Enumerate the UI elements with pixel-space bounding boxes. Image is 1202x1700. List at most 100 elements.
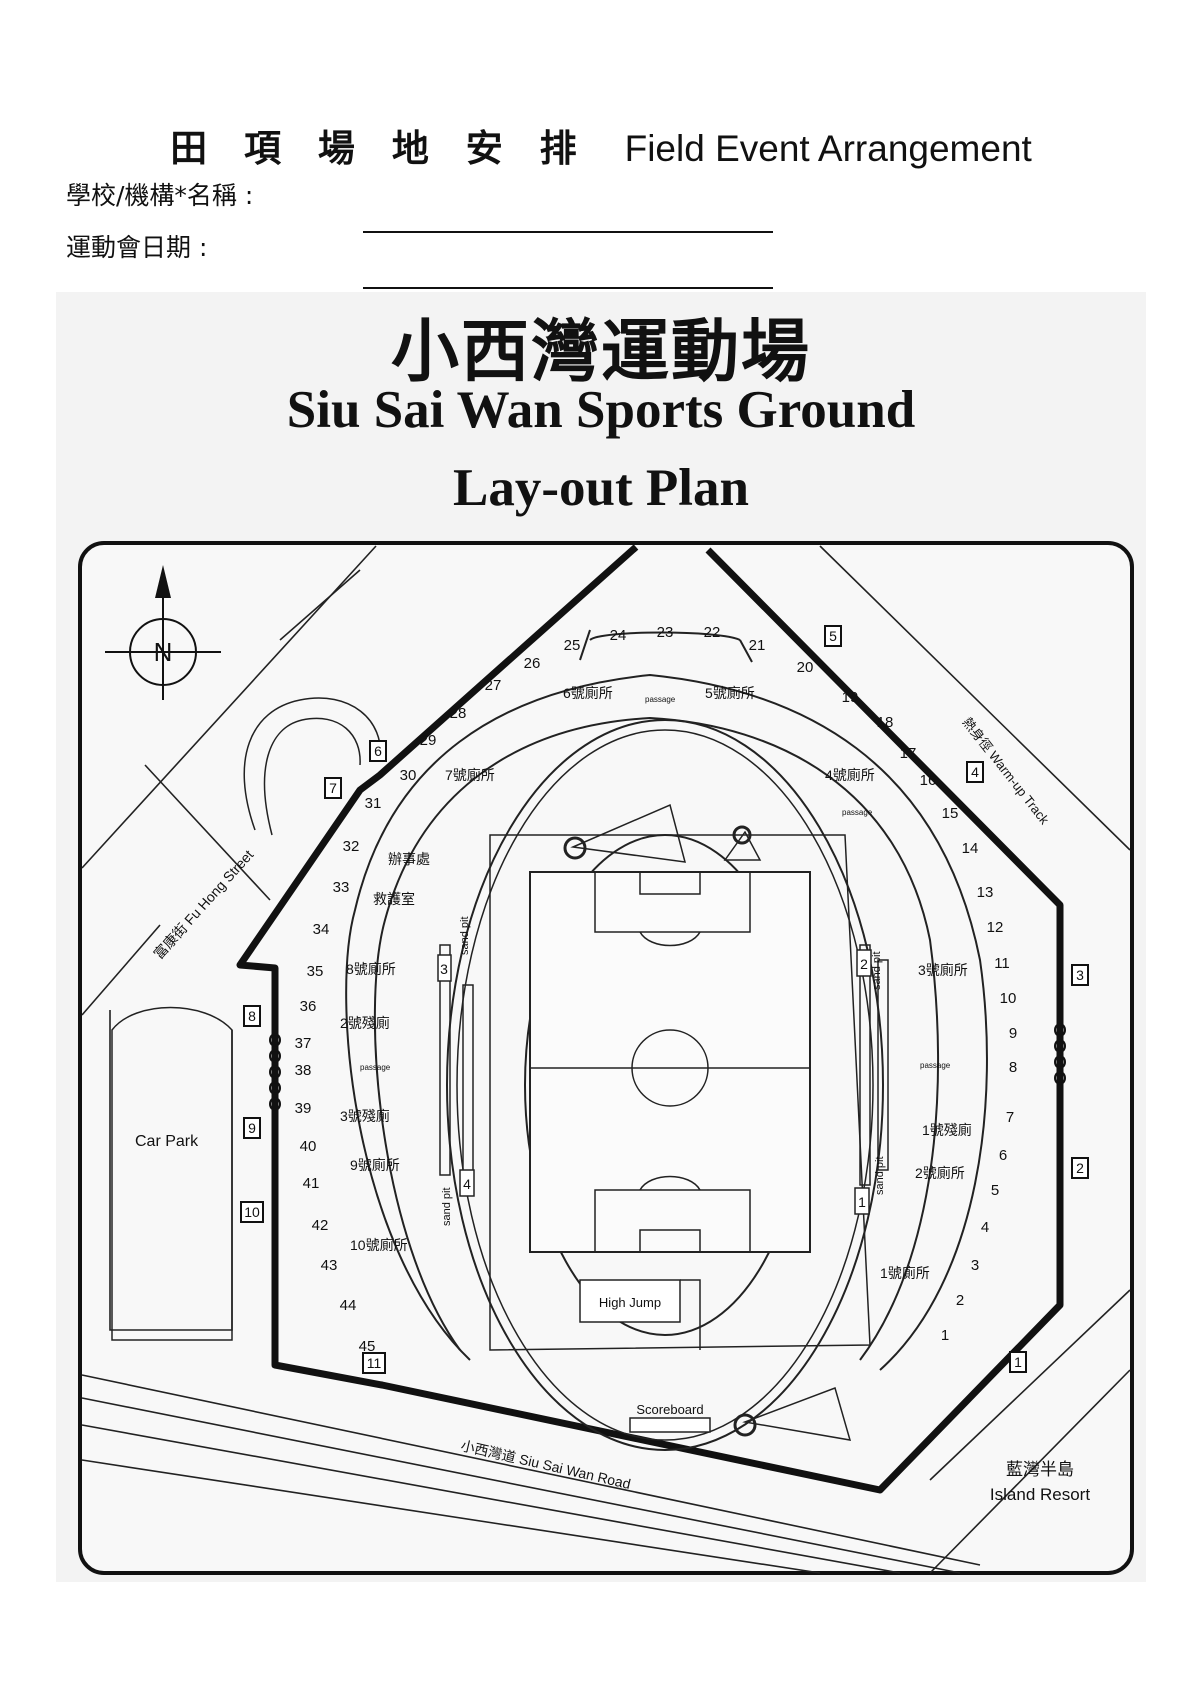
- section-number: 44: [340, 1297, 357, 1314]
- car-park: [111, 1006, 233, 1341]
- section-number: 11: [994, 955, 1010, 972]
- throwing-sector-left: [570, 803, 687, 863]
- toilet-2-label: 2號廁所: [915, 1165, 965, 1181]
- svg-text:5: 5: [829, 628, 837, 644]
- svg-text:4: 4: [463, 1176, 471, 1192]
- section-number: 2: [956, 1292, 964, 1309]
- disabled-toilet-1-label: 1號殘廁: [922, 1122, 972, 1138]
- gate-8: 8: [243, 1005, 261, 1027]
- north-label: N: [154, 637, 173, 667]
- section-number: 38: [295, 1062, 312, 1079]
- high-jump-label: High Jump: [599, 1295, 661, 1310]
- section-number: 30: [400, 767, 417, 784]
- gate-2: 2: [1071, 1157, 1089, 1179]
- svg-text:2: 2: [1076, 1160, 1084, 1176]
- svg-text:7: 7: [329, 780, 337, 796]
- meet-date-line[interactable]: [363, 287, 773, 289]
- toilet-3-label: 3號廁所: [918, 962, 968, 978]
- section-number: 14: [962, 840, 979, 857]
- school-name-line[interactable]: [363, 231, 773, 233]
- football-pitch: [529, 871, 811, 1253]
- scoreboard-label: Scoreboard: [636, 1402, 703, 1417]
- grandstand-outer: [345, 673, 988, 1371]
- toilet-8-label: 8號廁所: [346, 961, 396, 977]
- sand-pit-1: 1 sand pit: [854, 1156, 886, 1215]
- toilet-1-label: 1號廁所: [880, 1265, 930, 1281]
- resort-label-en: Island Resort: [990, 1485, 1090, 1504]
- section-number: 5: [991, 1182, 999, 1199]
- section-number: 19: [842, 689, 859, 706]
- section-number: 31: [365, 795, 382, 812]
- plan-title-en: Siu Sai Wan Sports Ground: [286, 381, 916, 439]
- section-number: 37: [295, 1035, 312, 1052]
- section-number: 25: [564, 637, 581, 654]
- section-number: 8: [1009, 1059, 1017, 1076]
- meet-date-label: 運動會日期 :: [66, 233, 208, 262]
- first-aid-label: 救護室: [373, 891, 415, 907]
- form-title-en: Field Event Arrangement: [624, 128, 1032, 169]
- passage-label-top: passage: [645, 695, 676, 704]
- gate-9: 9: [243, 1117, 261, 1139]
- section-number: 26: [524, 655, 541, 672]
- svg-text:sand pit: sand pit: [871, 951, 883, 990]
- svg-text:3: 3: [440, 961, 448, 977]
- section-number: 43: [321, 1257, 338, 1274]
- sand-pit-4: 4 sand pit: [441, 1169, 475, 1226]
- car-park-label: Car Park: [135, 1133, 199, 1150]
- entrance-bollards: [269, 1023, 1066, 1111]
- gate-10: 10: [240, 1201, 264, 1223]
- section-number: 3: [971, 1257, 979, 1274]
- grandstand-inner: [373, 716, 940, 1361]
- section-number: 12: [987, 919, 1004, 936]
- svg-text:1: 1: [1014, 1354, 1022, 1370]
- svg-text:6: 6: [374, 743, 382, 759]
- toilet-6-label: 6號廁所: [563, 685, 613, 701]
- track-outer: [446, 719, 884, 1451]
- gate-6: 6: [369, 740, 387, 762]
- section-number: 42: [312, 1217, 329, 1234]
- gate-5: 5: [824, 625, 842, 647]
- section-number: 18: [877, 714, 894, 731]
- gate-4: 4: [966, 761, 984, 783]
- section-number: 21: [749, 637, 766, 654]
- scoreboard: [629, 1417, 711, 1433]
- section-number: 33: [333, 879, 350, 896]
- section-number: 41: [303, 1175, 320, 1192]
- toilet-7-label: 7號廁所: [445, 767, 495, 783]
- svg-text:2: 2: [860, 956, 868, 972]
- plan-title-zh: 小西灣運動場: [390, 312, 811, 392]
- form-title-zh: 田 項 場 地 安 排: [170, 127, 589, 170]
- section-number: 15: [942, 805, 959, 822]
- passage-label-left: passage: [360, 1063, 391, 1072]
- throwing-circle-right: [732, 825, 752, 845]
- section-numbers: 1234567891011121314151617181920212223242…: [295, 624, 1018, 1355]
- section-number: 4: [981, 1219, 989, 1236]
- section-number: 24: [610, 627, 627, 644]
- school-name-label: 學校/機構*名稱 :: [66, 181, 254, 210]
- throwing-circle-left: [563, 836, 587, 860]
- svg-text:3: 3: [1076, 967, 1084, 983]
- sand-pit-2: 2 sand pit: [856, 949, 883, 990]
- section-number: 34: [313, 921, 330, 938]
- section-number: 10: [1000, 990, 1017, 1007]
- section-number: 27: [485, 677, 502, 694]
- section-number: 13: [977, 884, 994, 901]
- passage-label-right-top: passage: [842, 808, 873, 817]
- runway-3: [439, 944, 451, 1176]
- resort-label-zh: 藍灣半島: [1006, 1460, 1074, 1479]
- section-number: 35: [307, 963, 324, 980]
- gate-7: 7: [324, 777, 342, 799]
- section-number: 6: [999, 1147, 1007, 1164]
- section-number: 29: [420, 732, 437, 749]
- section-number: 28: [450, 705, 467, 722]
- gate-3: 3: [1071, 964, 1089, 986]
- road-lines: [81, 545, 1131, 1574]
- toilet-9-label: 9號廁所: [350, 1157, 400, 1173]
- high-jump-area: [579, 1279, 681, 1323]
- svg-text:sand pit: sand pit: [441, 1187, 453, 1226]
- svg-text:1: 1: [858, 1194, 866, 1210]
- centre-circle: [631, 1029, 709, 1107]
- svg-text:8: 8: [248, 1008, 256, 1024]
- form-title: 田 項 場 地 安 排 Field Event Arrangement: [0, 118, 1202, 172]
